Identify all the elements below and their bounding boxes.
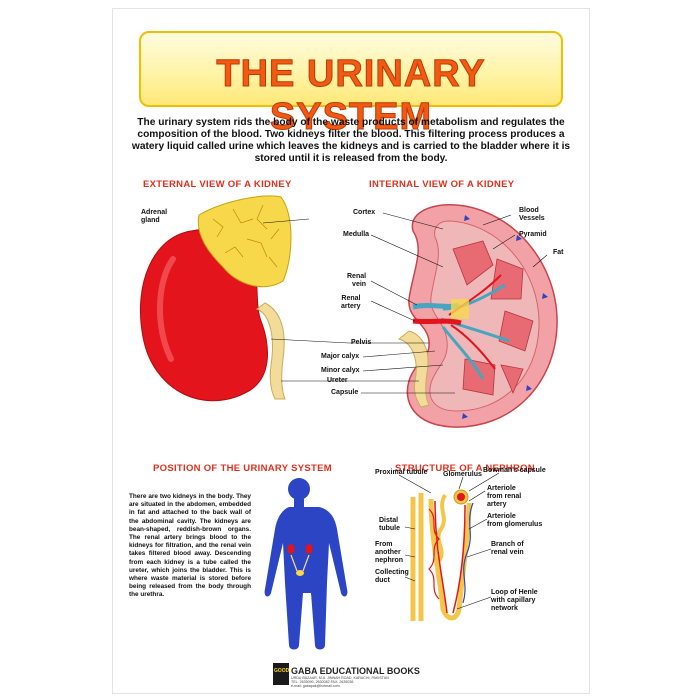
label-adrenal-gland: Adrenal gland <box>141 209 168 224</box>
publisher-contact: TEL: 2635090, 2630082 FAX: 2635036 <box>291 680 354 684</box>
label-renal-artery: Renal artery <box>341 295 361 310</box>
position-description: There are two kidneys in the body. They … <box>129 493 251 599</box>
external-kidney-illustration <box>139 195 310 402</box>
label-bowmans-capsule: Bowman's capsule <box>483 467 546 474</box>
label-major-calyx: Major calyx <box>321 353 360 360</box>
heading-internal-view: INTERNAL VIEW OF A KIDNEY <box>369 179 515 190</box>
label-pyramid: Pyramid <box>519 231 547 238</box>
label-cortex: Cortex <box>353 209 376 216</box>
logo-text: GOOD <box>274 668 290 674</box>
title-banner: THE URINARY SYSTEM <box>139 31 563 139</box>
heading-position: POSITION OF THE URINARY SYSTEM <box>153 463 332 474</box>
label-ureter: Ureter <box>327 377 348 384</box>
label-fat: Fat <box>553 249 564 256</box>
heading-nephron: STRUCTURE OF A NEPHRON <box>395 463 535 474</box>
label-branch-of-renal-vein: Branch of renal vein <box>491 541 524 556</box>
label-distal-tubule: Distal tubule <box>379 517 400 532</box>
publisher-address-block: URDU BAZAAR, M.A. JINNAH ROAD, KARACHI, … <box>291 676 431 688</box>
label-glomerulus: Glomerulus <box>443 471 482 478</box>
nephron-illustration <box>398 472 500 621</box>
publisher-address: URDU BAZAAR, M.A. JINNAH ROAD, KARACHI, … <box>291 676 389 680</box>
label-proximal-tubule: Proximal tubule <box>375 469 428 476</box>
label-blood-vessels: Blood Vessels <box>519 207 545 222</box>
publisher-name: GABA EDUCATIONAL BOOKS <box>291 666 420 676</box>
label-minor-calyx: Minor calyx <box>321 367 360 374</box>
poster: THE URINARY SYSTEM The urinary system ri… <box>112 8 590 694</box>
heading-external-view: EXTERNAL VIEW OF A KIDNEY <box>143 179 292 190</box>
label-medulla: Medulla <box>343 231 370 238</box>
intro-text: The urinary system rids the body of the … <box>131 117 571 164</box>
internal-kidney-illustration <box>270 204 558 428</box>
label-capsule: Capsule <box>331 389 359 396</box>
label-pelvis: Pelvis <box>351 339 372 346</box>
label-renal-vein: Renal vein <box>347 273 367 288</box>
label-from-another-nephron: From another nephron <box>375 541 403 564</box>
label-arteriole-from-renal-artery: Arteriole from renal artery <box>487 485 522 508</box>
label-collecting-duct: Collecting duct <box>375 569 409 584</box>
illustrations <box>139 195 558 650</box>
publisher-logo: GOOD <box>273 663 289 685</box>
poster-title: THE URINARY SYSTEM <box>216 53 486 139</box>
label-arteriole-from-glomerulus: Arteriole from glomerulus <box>487 513 543 528</box>
publisher-email: e-mail: gabapak@hotmail.com <box>291 684 340 688</box>
human-body-illustration <box>264 478 348 650</box>
label-loop-of-henle: Loop of Henle with capillary network <box>491 589 538 612</box>
